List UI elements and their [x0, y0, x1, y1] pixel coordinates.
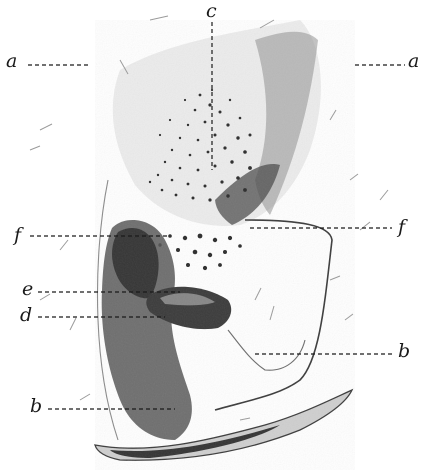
label-b-left: b	[30, 397, 42, 416]
label-b-right: b	[398, 342, 410, 361]
label-f-left: f	[14, 226, 21, 245]
label-a-right: a	[408, 52, 419, 71]
label-a-left: a	[6, 52, 17, 71]
texture-overlay	[95, 20, 355, 470]
label-e: e	[22, 280, 33, 299]
label-d: d	[20, 306, 32, 325]
label-f-right: f	[398, 218, 405, 237]
label-c: c	[206, 2, 217, 21]
